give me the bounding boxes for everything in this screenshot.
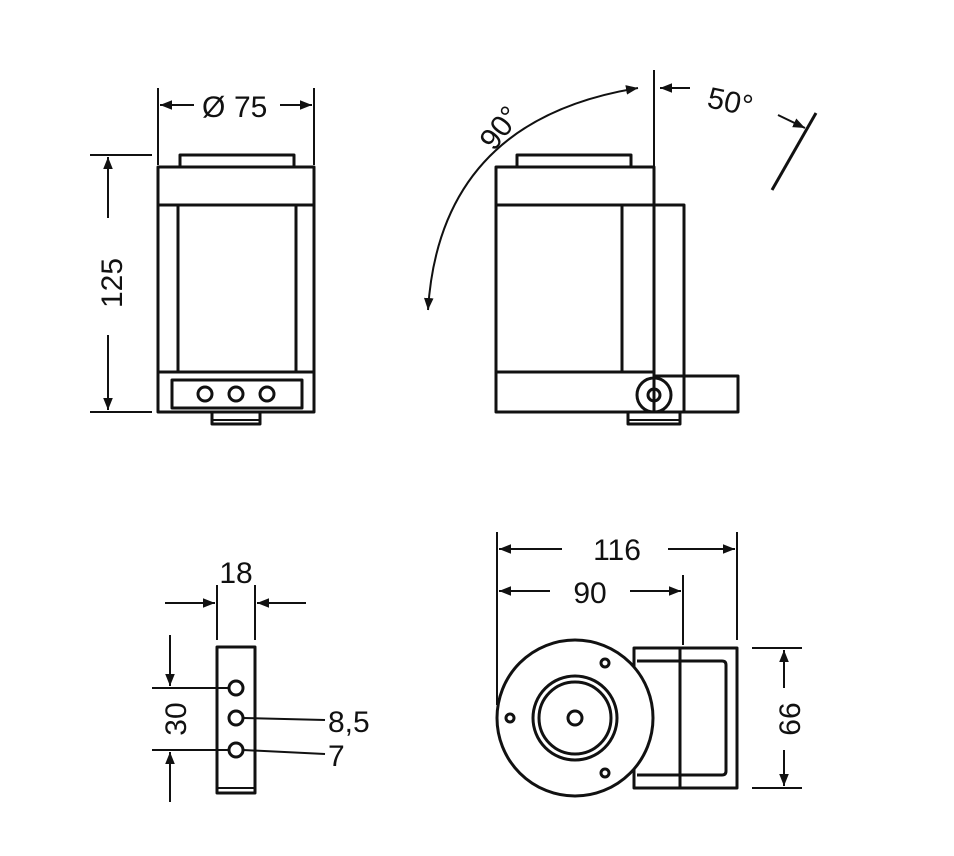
dim-bracket-width: 18 [165,557,306,640]
rotation-50-label: 50° [705,82,756,124]
dim-diameter-symbol: Ø [202,91,225,124]
dim-hole-spacing: 30 [152,635,229,802]
bracket-hole-2 [227,709,245,727]
top-bracket-inner [680,659,728,777]
front-hole-1 [196,385,214,403]
side-bracket-arm [654,203,686,414]
dim-diameter: Ø 75 [157,88,315,165]
top-screw-1 [599,657,611,669]
bracket-plate [215,645,257,795]
dim-overall-length-value: 116 [593,534,641,567]
front-top-cap [178,153,296,169]
dim-height-value: 125 [96,258,129,308]
top-screw-3 [504,712,516,724]
bracket-hole-3 [227,741,245,759]
hole-large-label: 8,5 [328,706,370,739]
top-view [495,638,739,798]
top-lens-inner [537,680,613,756]
hole-small-label: 7 [328,740,345,773]
rotation-50-line [770,112,818,191]
dim-diameter-value: 75 [234,91,267,124]
side-top-cap [515,153,633,169]
side-view [494,153,740,426]
front-view [156,153,316,426]
dim-length-to-pivot-value: 90 [573,577,606,610]
side-foot [626,410,682,426]
top-lens-outer [531,674,619,762]
hole-callouts: 8,5 7 [242,706,370,773]
rotation-arc-90 [423,85,639,311]
dim-length-to-pivot: 90 [499,575,684,645]
top-flange [495,638,655,798]
dim-bracket-height-value: 66 [774,702,807,735]
dim-overall-length: 116 [496,532,738,705]
bracket-detail-view [215,645,257,795]
rotation-90-label: 90° [474,100,528,156]
bracket-hole-1 [227,679,245,697]
dim-bracket-width-value: 18 [219,557,252,590]
front-hole-2 [227,385,245,403]
dim-hole-spacing-value: 30 [160,702,193,735]
side-bracket-base [652,374,740,414]
side-pivot-bolt [646,387,662,403]
dim-height: 125 [90,154,152,413]
front-hole-3 [258,385,276,403]
top-center-bolt [566,709,584,727]
front-foot [210,410,262,426]
top-screw-2 [599,767,611,779]
front-bracket-plate [170,378,304,410]
dim-bracket-height: 66 [752,647,807,789]
